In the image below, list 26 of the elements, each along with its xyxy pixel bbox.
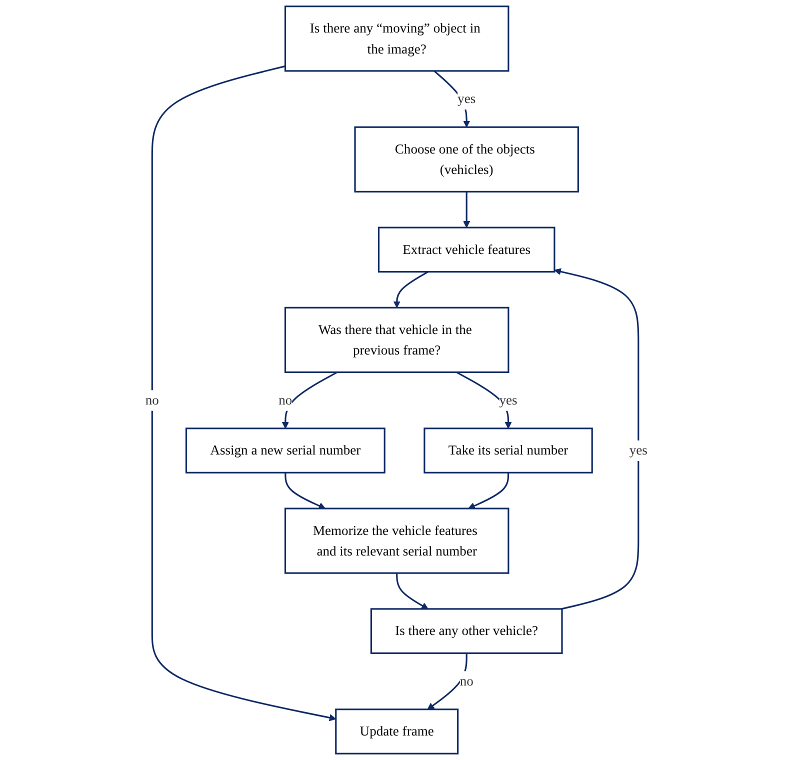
- edge-label: no: [278, 392, 292, 408]
- arrow: [462, 192, 470, 228]
- node-box: Take its serial number: [423, 428, 592, 474]
- node-box: Extract vehicle features: [378, 226, 555, 273]
- edge-label: yes: [628, 442, 648, 458]
- arrow: [468, 472, 509, 510]
- node-box: Update frame: [334, 708, 458, 754]
- edge-label: yes: [457, 91, 476, 106]
- node-box: Is there any “moving” object in the image?: [284, 6, 509, 72]
- arrow: [554, 268, 639, 610]
- edge-label: yes: [498, 392, 517, 408]
- arrow: [282, 372, 338, 429]
- arrow: [456, 372, 512, 429]
- node-box: Is there any other vehicle?: [370, 608, 562, 654]
- arrow: [284, 472, 326, 510]
- edge-label: no: [144, 392, 159, 408]
- node-box: Assign a new serial number: [185, 428, 385, 474]
- edge-label: no: [459, 674, 473, 689]
- node-box: Choose one of the objects (vehicles): [354, 126, 579, 192]
- arrow: [392, 271, 428, 308]
- node-box: Memorize the vehicle features and its relevant serial number: [284, 508, 509, 574]
- arrow: [426, 653, 467, 710]
- arrow: [396, 573, 428, 610]
- node-box: Was there that vehicle in the previous frame?: [284, 306, 509, 374]
- arrow: [433, 70, 470, 128]
- arrow: [150, 65, 336, 722]
